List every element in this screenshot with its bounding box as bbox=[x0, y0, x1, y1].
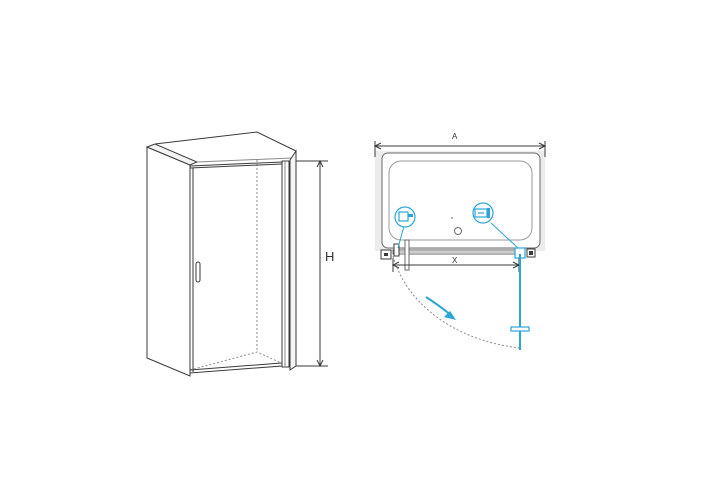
height-label: H bbox=[325, 249, 334, 264]
width-entrance-label: X bbox=[452, 256, 458, 265]
floor-dotted bbox=[189, 351, 289, 371]
back-wall-inner-top bbox=[196, 157, 293, 163]
height-dimension bbox=[296, 159, 328, 368]
back-wall-top-edge bbox=[154, 131, 297, 152]
perspective-view bbox=[145, 131, 297, 377]
hinge-icon bbox=[472, 202, 494, 224]
drain bbox=[454, 227, 462, 235]
plan-view: A X bbox=[373, 132, 547, 350]
door-swing-arc bbox=[392, 255, 521, 349]
door-top-rail bbox=[189, 163, 283, 169]
shower-tray-inner bbox=[388, 160, 533, 241]
right-wall bbox=[289, 149, 297, 371]
left-post bbox=[393, 243, 400, 257]
left-wall bbox=[146, 146, 191, 377]
width-total-label: A bbox=[452, 132, 458, 141]
width-total-dimension bbox=[373, 141, 547, 157]
door-handle bbox=[195, 261, 201, 283]
wall-bracket-icon bbox=[394, 206, 416, 228]
door-handle-plan bbox=[510, 326, 530, 332]
door-frame bbox=[189, 161, 283, 374]
door-bottom-rail bbox=[189, 362, 283, 371]
